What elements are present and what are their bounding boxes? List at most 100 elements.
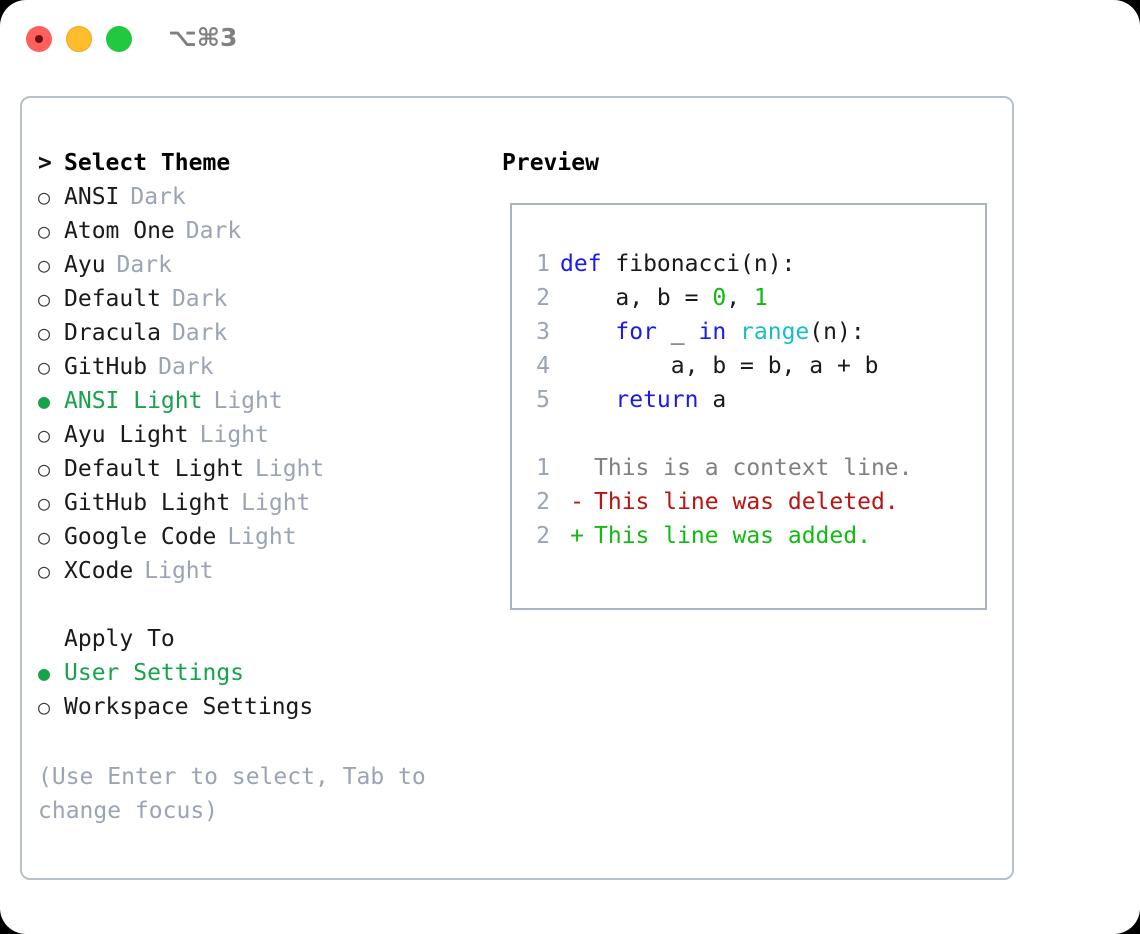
code-token: return	[615, 387, 699, 413]
apply-to-options-list: ● User Settings ○Workspace Settings	[38, 656, 478, 724]
diff-text: This is a context line.	[594, 455, 913, 481]
radio-unselected-icon: ○	[38, 355, 51, 379]
radio-unselected-icon: ○	[38, 457, 51, 481]
code-token	[726, 319, 740, 345]
theme-option-ayu-light[interactable]: ○ Ayu Light Light	[38, 418, 478, 452]
theme-option-label: ANSI	[64, 184, 120, 210]
theme-list-heading: > Select Theme	[38, 146, 478, 180]
theme-option-label: GitHub Light	[64, 490, 231, 516]
theme-option-default-light[interactable]: ○ Default Light Light	[38, 452, 478, 486]
spacer-icon	[38, 622, 64, 656]
keyboard-shortcut-label: ⌥⌘3	[168, 23, 238, 52]
code-token: 1	[753, 285, 768, 311]
apply-to-option-label: Workspace Settings	[64, 694, 314, 720]
code-line: 4 a, b = b, a + b	[524, 349, 879, 383]
title-bar: ⌥⌘3	[0, 0, 1140, 78]
theme-variant-badge: Dark	[185, 218, 242, 244]
theme-option-label: XCode	[64, 558, 134, 584]
theme-option-ansi[interactable]: ○ ANSI Dark	[38, 180, 478, 214]
radio-selected-icon: ●	[38, 661, 51, 685]
diff-line: 2 + This line was added.	[524, 519, 913, 553]
theme-option-label: Atom One	[64, 218, 175, 244]
theme-variant-badge: Dark	[130, 184, 186, 210]
apply-to-option-user-settings[interactable]: ● User Settings	[38, 656, 478, 690]
theme-option-label: Ayu	[64, 252, 106, 278]
code-token: (n):	[809, 319, 865, 345]
theme-option-github-light[interactable]: ○ GitHub Light Light	[38, 486, 478, 520]
preview-title: Preview	[502, 150, 599, 176]
theme-option-dracula[interactable]: ○ Dracula Dark	[38, 316, 478, 350]
diff-text: This line was deleted.	[594, 489, 899, 515]
radio-unselected-icon: ○	[38, 253, 51, 277]
code-token: for	[615, 319, 657, 345]
code-line: 2 a, b = 0, 1	[524, 281, 879, 315]
theme-option-label: ANSI Light	[64, 388, 203, 414]
diff-marker: +	[570, 523, 584, 549]
radio-unselected-icon: ○	[38, 287, 51, 311]
code-token: 0	[712, 285, 727, 311]
radio-unselected-icon: ○	[38, 423, 51, 447]
theme-variant-badge: Dark	[171, 286, 228, 312]
code-token: a, b = b, a + b	[560, 353, 879, 379]
code-line: 5 return a	[524, 383, 879, 417]
theme-variant-badge: Light	[199, 422, 269, 448]
theme-option-atom-one[interactable]: ○ Atom One Dark	[38, 214, 478, 248]
theme-variant-badge: Dark	[116, 252, 172, 278]
code-token: _	[656, 319, 699, 345]
radio-unselected-icon: ○	[38, 219, 51, 243]
theme-variant-badge: Dark	[158, 354, 214, 380]
theme-variant-badge: Light	[255, 456, 325, 482]
theme-option-label: Ayu Light	[64, 422, 189, 448]
code-token: a, b =	[560, 285, 713, 311]
diff-line: 1 This is a context line.	[524, 451, 913, 485]
line-number: 3	[536, 319, 550, 345]
maximize-button[interactable]	[106, 26, 132, 52]
line-number: 4	[536, 353, 550, 379]
line-number: 2	[536, 489, 550, 515]
theme-option-ayu[interactable]: ○ Ayu Dark	[38, 248, 478, 282]
theme-option-label: GitHub	[64, 354, 148, 380]
theme-variant-badge: Light	[144, 558, 214, 584]
diff-sample: 1 This is a context line.2-This line was…	[524, 451, 913, 553]
line-number: 2	[536, 523, 550, 549]
diff-marker	[560, 451, 594, 485]
keyboard-hint-text: (Use Enter to select, Tab to change focu…	[38, 764, 440, 824]
diff-line: 2-This line was deleted.	[524, 485, 913, 519]
code-token	[560, 387, 615, 413]
theme-variant-badge: Dark	[171, 320, 228, 346]
code-token	[560, 319, 615, 345]
apply-to-option-label: User Settings	[64, 660, 245, 686]
apply-to-label: Apply To	[64, 626, 175, 652]
code-token: range	[740, 319, 810, 345]
code-token: a	[698, 387, 727, 413]
theme-option-label: Dracula	[64, 320, 161, 346]
code-token: ,	[726, 285, 754, 311]
theme-option-github[interactable]: ○ GitHub Dark	[38, 350, 478, 384]
diff-text: This line was added.	[594, 523, 871, 549]
apply-to-option-workspace-settings[interactable]: ○Workspace Settings	[38, 690, 478, 724]
line-number: 1	[536, 455, 550, 481]
line-number: 1	[536, 251, 550, 277]
theme-variant-badge: Light	[213, 388, 283, 414]
diff-marker: -	[570, 489, 584, 515]
minimize-button[interactable]	[66, 26, 92, 52]
theme-option-label: Default Light	[64, 456, 245, 482]
radio-unselected-icon: ○	[38, 491, 51, 515]
theme-variant-badge: Light	[241, 490, 311, 516]
caret-icon: >	[38, 150, 52, 176]
radio-unselected-icon: ○	[38, 321, 51, 345]
apply-to-heading: Apply To	[38, 622, 478, 656]
theme-option-label: Google Code	[64, 524, 217, 550]
radio-unselected-icon: ○	[38, 185, 51, 209]
